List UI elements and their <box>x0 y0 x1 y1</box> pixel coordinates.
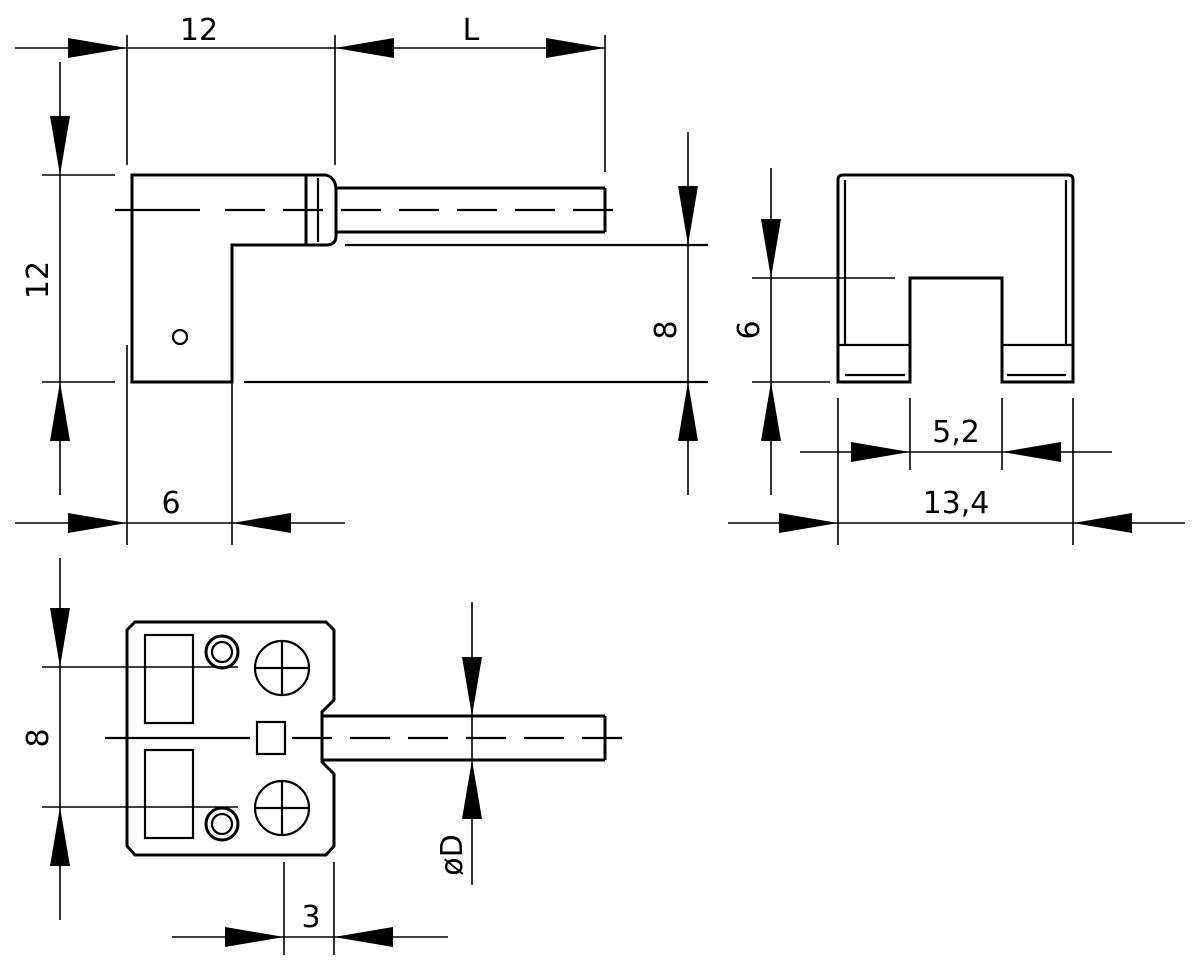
dim-total-width: 13,4 <box>923 486 990 521</box>
dim-front-height: 8 <box>21 728 56 747</box>
dim-right-height: 8 <box>649 320 684 339</box>
end-view <box>728 168 1185 545</box>
dim-offset: 3 <box>301 900 320 935</box>
side-view <box>15 35 708 545</box>
dim-cable-diameter: øD <box>435 834 470 875</box>
dim-left-height: 12 <box>21 261 56 299</box>
dim-cable-length: L <box>463 13 480 48</box>
dim-slot-height: 6 <box>732 320 767 339</box>
dim-slot-width: 5,2 <box>932 415 980 450</box>
dim-bottom-width: 6 <box>161 486 180 521</box>
dim-top-width: 12 <box>180 13 218 48</box>
front-view <box>42 558 622 955</box>
